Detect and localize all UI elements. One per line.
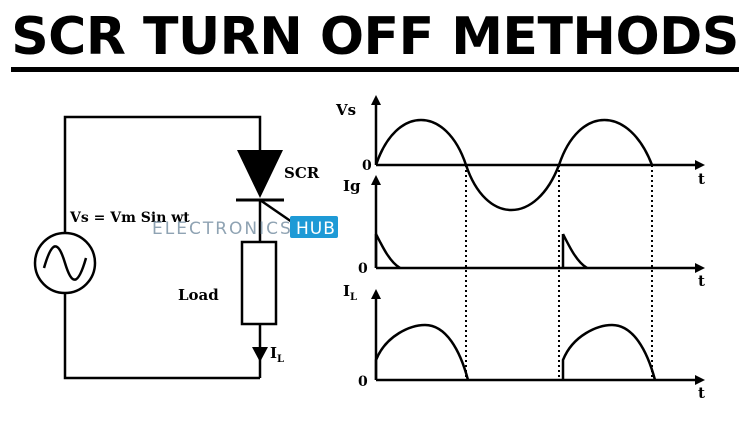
ig-pulse-1 <box>374 233 401 270</box>
il-waveform-2 <box>561 323 657 381</box>
il-axis-label: IL <box>343 282 357 303</box>
scr-label: SCR <box>284 164 320 182</box>
circuit-wire-top <box>63 115 262 233</box>
ig-axis-label: Ig <box>343 177 361 195</box>
load-current-label: IL <box>270 344 284 365</box>
current-arrow-icon <box>252 347 268 362</box>
ig-zero-label: 0 <box>358 261 368 277</box>
ig-time-label: t <box>698 272 705 290</box>
load-label: Load <box>178 286 219 304</box>
vs-time-label: t <box>698 170 705 188</box>
dotted-guides <box>465 165 653 380</box>
il-time-label: t <box>698 384 705 402</box>
load-resistor <box>240 240 278 326</box>
vs-zero-label: 0 <box>362 158 372 174</box>
vs-axis-label: Vs <box>335 101 356 119</box>
page-title: SCR TURN OFF METHODS <box>0 6 750 72</box>
ig-pulse-2 <box>561 233 588 270</box>
svg-text:ELECTRONICS: ELECTRONICS <box>152 219 293 239</box>
il-waveform-1 <box>374 323 470 381</box>
scr-thyristor-icon <box>236 150 293 224</box>
il-zero-label: 0 <box>358 374 368 390</box>
circuit-wire-bottom <box>63 293 260 380</box>
circuit <box>63 115 262 380</box>
ac-source-icon <box>33 231 97 295</box>
svg-text:HUB: HUB <box>296 219 336 239</box>
watermark: ELECTRONICS HUB <box>152 216 338 239</box>
source-equation-label: Vs = Vm Sin wt <box>69 210 190 226</box>
vs-waveform <box>374 118 654 212</box>
